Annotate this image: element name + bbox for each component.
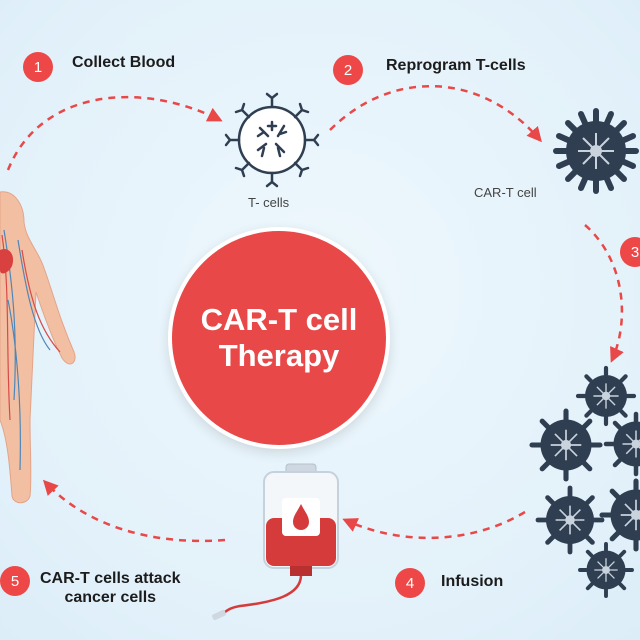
human-body-icon bbox=[0, 191, 76, 504]
car-t-cell-icon bbox=[575, 365, 637, 427]
step-4-label: Infusion bbox=[441, 573, 504, 590]
center-title-circle: CAR-T cell Therapy bbox=[168, 227, 390, 449]
title-line-2: Therapy bbox=[218, 338, 340, 373]
step-2-badge: 2 bbox=[333, 55, 363, 85]
step-5-badge: 5 bbox=[0, 566, 30, 596]
step-3-badge: 3 bbox=[620, 237, 640, 267]
arrow-tcells-to-cart bbox=[329, 84, 542, 143]
car-t-cell-icon bbox=[578, 542, 634, 598]
cart-cell-caption: CAR-T cell bbox=[474, 185, 537, 200]
step-4-badge: 4 bbox=[395, 568, 425, 598]
step-5-label-line1: CAR-T cells attack bbox=[40, 570, 181, 587]
arrow-expansion-to-bag bbox=[342, 510, 526, 539]
car-t-cell-icon bbox=[603, 411, 640, 477]
arrow-bag-to-body bbox=[42, 479, 226, 543]
car-t-cell-icon bbox=[599, 478, 640, 552]
step-1-badge: 1 bbox=[23, 52, 53, 82]
arrow-cart-to-expansion bbox=[584, 224, 624, 363]
tcells-caption: T- cells bbox=[248, 195, 290, 210]
step-5-label: CAR-T cells attack cancer cells bbox=[40, 569, 181, 607]
step-5-label-line2: cancer cells bbox=[64, 589, 157, 606]
title-line-1: CAR-T cell bbox=[200, 302, 358, 337]
step-2-label: Reprogram T-cells bbox=[386, 57, 526, 74]
arrow-body-to-tcells bbox=[6, 95, 223, 171]
t-cell-icon bbox=[224, 92, 320, 188]
car-t-cell-icon bbox=[553, 108, 639, 194]
blood-bag-icon bbox=[212, 463, 339, 621]
step-1-label: Collect Blood bbox=[72, 54, 176, 71]
car-t-cell-icon bbox=[529, 408, 603, 482]
car-t-cell-icon bbox=[535, 485, 605, 555]
